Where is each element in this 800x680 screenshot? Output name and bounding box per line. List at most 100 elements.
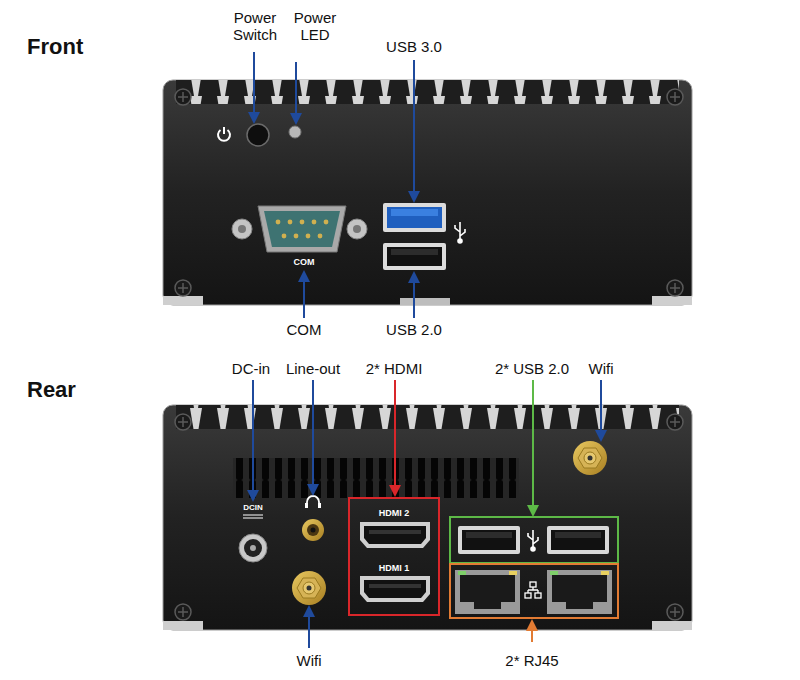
port-frame: [383, 243, 446, 270]
callout-label: Line-out: [286, 360, 340, 377]
dcin-underline: [243, 515, 263, 518]
port-opening: [552, 575, 607, 609]
power-icon: [218, 127, 230, 141]
headphone-icon: [307, 496, 319, 507]
usb-dot: [458, 239, 462, 243]
net-square: [530, 582, 536, 587]
headphone-cup: [318, 503, 321, 508]
port-opening: [364, 580, 426, 598]
port-led: [550, 571, 558, 575]
callout-label: Wifi: [297, 652, 322, 669]
rj45-port: [547, 570, 612, 614]
rear-panel: [163, 405, 692, 630]
net-square: [525, 593, 531, 598]
port-insert: [462, 530, 516, 550]
usb2-port: [458, 526, 520, 554]
sma-thread: [584, 452, 596, 464]
hdmi-port: [360, 522, 430, 548]
dc-jack: [239, 534, 267, 562]
section-heading: Rear: [27, 377, 76, 402]
port-led: [601, 571, 609, 575]
port-print: HDMI 2: [350, 509, 438, 518]
leader-line: [303, 272, 305, 318]
hdmi-highlight-box: HDMI 2 HDMI 1: [348, 497, 440, 616]
callout-label: 2* RJ45: [505, 652, 558, 669]
hex-screw: [347, 219, 367, 239]
hex-screw: [232, 219, 252, 239]
leader-line: [253, 52, 255, 122]
chassis: [163, 405, 692, 630]
callout-label: DC-in: [232, 360, 270, 377]
hex-screw-hole: [238, 225, 246, 233]
sma-body: [573, 441, 607, 475]
chassis: [163, 80, 692, 305]
screws: [175, 89, 683, 296]
port-tongue: [369, 584, 421, 588]
usb2-port: [383, 243, 446, 270]
hex-screw-hole: [353, 225, 361, 233]
wifi-connector: [573, 441, 607, 475]
sma-pin: [588, 456, 593, 461]
callout-label: Wifi: [589, 360, 614, 377]
jack-ring: [239, 534, 267, 562]
sma-body: [292, 571, 326, 605]
leader-line: [312, 380, 314, 494]
com-connector: [232, 206, 367, 252]
network-icon: [525, 582, 541, 598]
jack-ring: [302, 519, 324, 541]
port-tongue: [391, 249, 438, 255]
port-frame: [458, 526, 520, 554]
wifi-connector: [292, 571, 326, 605]
leader-line: [532, 380, 534, 515]
power-button: [247, 124, 269, 146]
usb-trident: [455, 222, 465, 240]
net-square: [535, 593, 541, 598]
front-panel: [163, 80, 692, 305]
screws: [175, 414, 683, 620]
port-frame: [383, 203, 446, 232]
usb-highlight-box: [450, 517, 618, 563]
callout-label: Power Switch: [224, 9, 286, 44]
sma-thread: [303, 582, 315, 594]
callout-label: 2* USB 2.0: [495, 360, 569, 377]
line-out-jack: [302, 519, 324, 541]
usb-trident: [528, 530, 538, 548]
foot: [652, 296, 692, 305]
port-shell: [360, 576, 430, 602]
rj45-port: [455, 570, 520, 614]
leader-line: [600, 380, 602, 440]
port-opening: [460, 575, 515, 609]
port-opening: [364, 526, 426, 544]
foot: [400, 298, 450, 305]
panel-print: COM: [294, 257, 315, 267]
callout-label: USB 3.0: [386, 38, 442, 55]
jack-pin: [250, 545, 256, 551]
callout-label: 2* HDMI: [366, 360, 423, 377]
usb-dot: [531, 547, 535, 551]
sma-nut: [297, 578, 321, 598]
port-insert: [387, 207, 442, 228]
callout-label: COM: [287, 321, 322, 338]
port-frame: [547, 526, 609, 554]
jack-hole: [244, 539, 262, 557]
leader-line: [413, 273, 415, 318]
vent-slots: [233, 458, 519, 498]
foot: [163, 296, 203, 305]
port-print: HDMI 1: [350, 564, 438, 573]
leader-line: [413, 60, 415, 201]
heat-fins: [176, 80, 679, 104]
leader-line: [252, 380, 254, 500]
leader-line: [531, 621, 533, 642]
leader-line: [394, 380, 396, 495]
port-insert: [387, 247, 442, 266]
callout-label: USB 2.0: [386, 321, 442, 338]
port-tongue: [391, 209, 438, 216]
port-tongue: [466, 532, 512, 538]
leader-line: [295, 62, 297, 123]
usb-icon: [528, 530, 538, 551]
rj45-highlight-box: [450, 564, 618, 618]
usb2-port: [547, 526, 609, 554]
port-tongue: [369, 530, 421, 534]
foot: [652, 621, 692, 630]
leader-lines: [253, 52, 601, 648]
